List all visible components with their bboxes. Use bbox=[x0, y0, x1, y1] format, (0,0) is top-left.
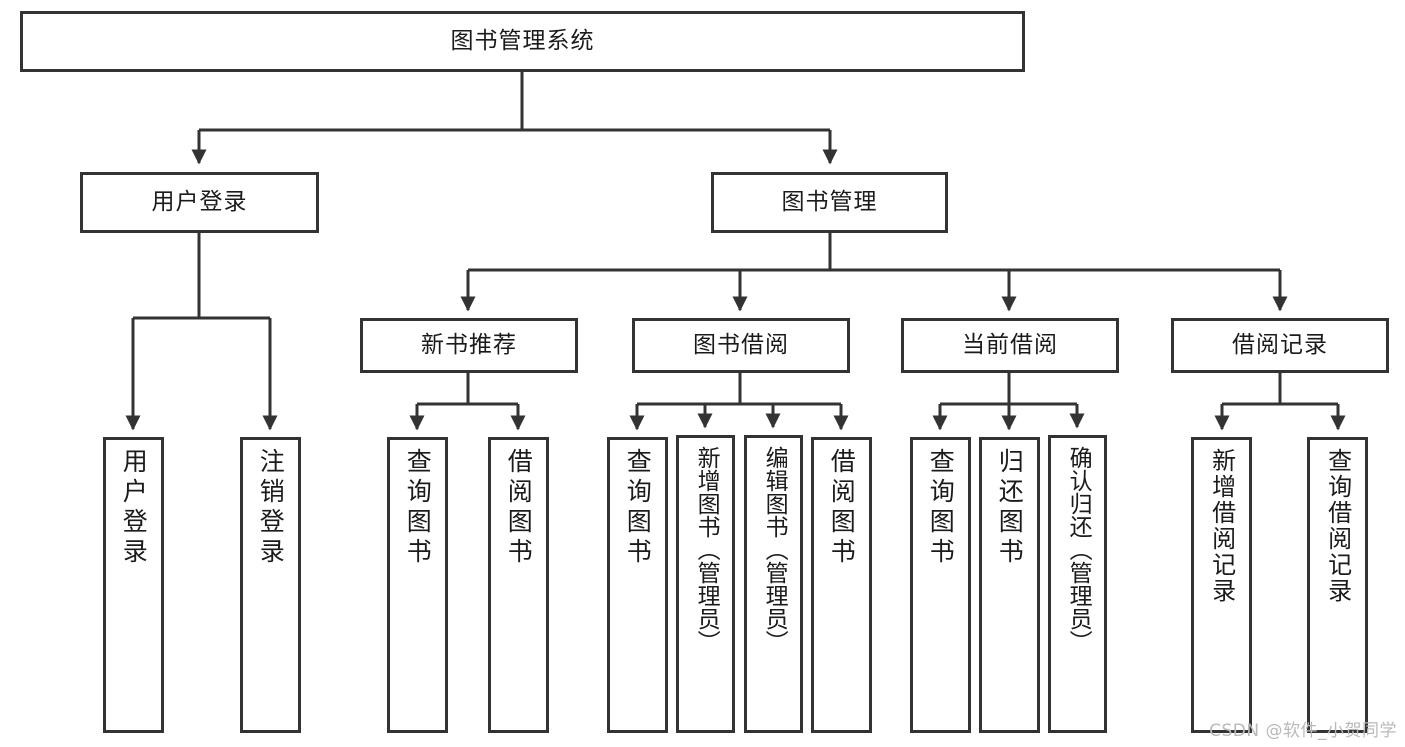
node-root-label: 图书管理系统 bbox=[450, 27, 595, 54]
leaf-confirm-return[interactable]: 确认归还（管理员） bbox=[1048, 435, 1107, 733]
leaf-user-login-label: 用户登录 bbox=[119, 448, 149, 568]
leaf-add-book[interactable]: 新增图书（管理员） bbox=[676, 435, 735, 733]
leaf-edit-book[interactable]: 编辑图书（管理员） bbox=[744, 435, 803, 733]
leaf-query-book-1[interactable]: 查询图书 bbox=[387, 437, 448, 733]
leaf-query-book-2-label: 查询图书 bbox=[623, 448, 653, 568]
node-book-manage-label: 图书管理 bbox=[781, 188, 878, 215]
leaf-borrow-book-2-label: 借阅图书 bbox=[827, 448, 857, 568]
node-borrow-record[interactable]: 借阅记录 bbox=[1171, 318, 1389, 373]
leaf-logout-label: 注销登录 bbox=[256, 448, 286, 568]
leaf-return-book[interactable]: 归还图书 bbox=[979, 437, 1040, 733]
node-user-login[interactable]: 用户登录 bbox=[80, 172, 319, 233]
node-current-borrow[interactable]: 当前借阅 bbox=[901, 318, 1119, 373]
node-book-borrow-label: 图书借阅 bbox=[693, 331, 789, 358]
leaf-borrow-book-1[interactable]: 借阅图书 bbox=[488, 437, 549, 733]
leaf-query-book-2[interactable]: 查询图书 bbox=[607, 437, 668, 733]
leaf-query-record[interactable]: 查询借阅记录 bbox=[1307, 437, 1368, 733]
leaf-user-login[interactable]: 用户登录 bbox=[103, 437, 164, 733]
node-current-borrow-label: 当前借阅 bbox=[962, 331, 1058, 358]
leaf-query-book-1-label: 查询图书 bbox=[403, 448, 433, 568]
leaf-borrow-book-2[interactable]: 借阅图书 bbox=[811, 437, 872, 733]
node-borrow-record-label: 借阅记录 bbox=[1232, 331, 1328, 358]
node-new-book-recommend[interactable]: 新书推荐 bbox=[360, 318, 578, 373]
leaf-query-book-3-label: 查询图书 bbox=[926, 448, 956, 568]
node-book-borrow[interactable]: 图书借阅 bbox=[632, 318, 850, 373]
leaf-confirm-return-label: 确认归还（管理员） bbox=[1065, 446, 1092, 653]
node-book-manage[interactable]: 图书管理 bbox=[711, 172, 948, 233]
node-new-book-recommend-label: 新书推荐 bbox=[421, 331, 517, 358]
leaf-logout[interactable]: 注销登录 bbox=[240, 437, 301, 733]
node-root[interactable]: 图书管理系统 bbox=[20, 11, 1025, 72]
leaf-query-record-label: 查询借阅记录 bbox=[1323, 448, 1352, 604]
leaf-edit-book-label: 编辑图书（管理员） bbox=[761, 446, 788, 653]
node-user-login-label: 用户登录 bbox=[151, 188, 248, 215]
leaf-add-book-label: 新增图书（管理员） bbox=[693, 446, 720, 653]
leaf-add-record[interactable]: 新增借阅记录 bbox=[1191, 437, 1252, 733]
leaf-borrow-book-1-label: 借阅图书 bbox=[504, 448, 534, 568]
leaf-return-book-label: 归还图书 bbox=[995, 448, 1025, 568]
csdn-watermark: CSDN @软件_小贺同学 bbox=[1209, 721, 1397, 741]
leaf-query-book-3[interactable]: 查询图书 bbox=[910, 437, 971, 733]
leaf-add-record-label: 新增借阅记录 bbox=[1207, 448, 1236, 604]
